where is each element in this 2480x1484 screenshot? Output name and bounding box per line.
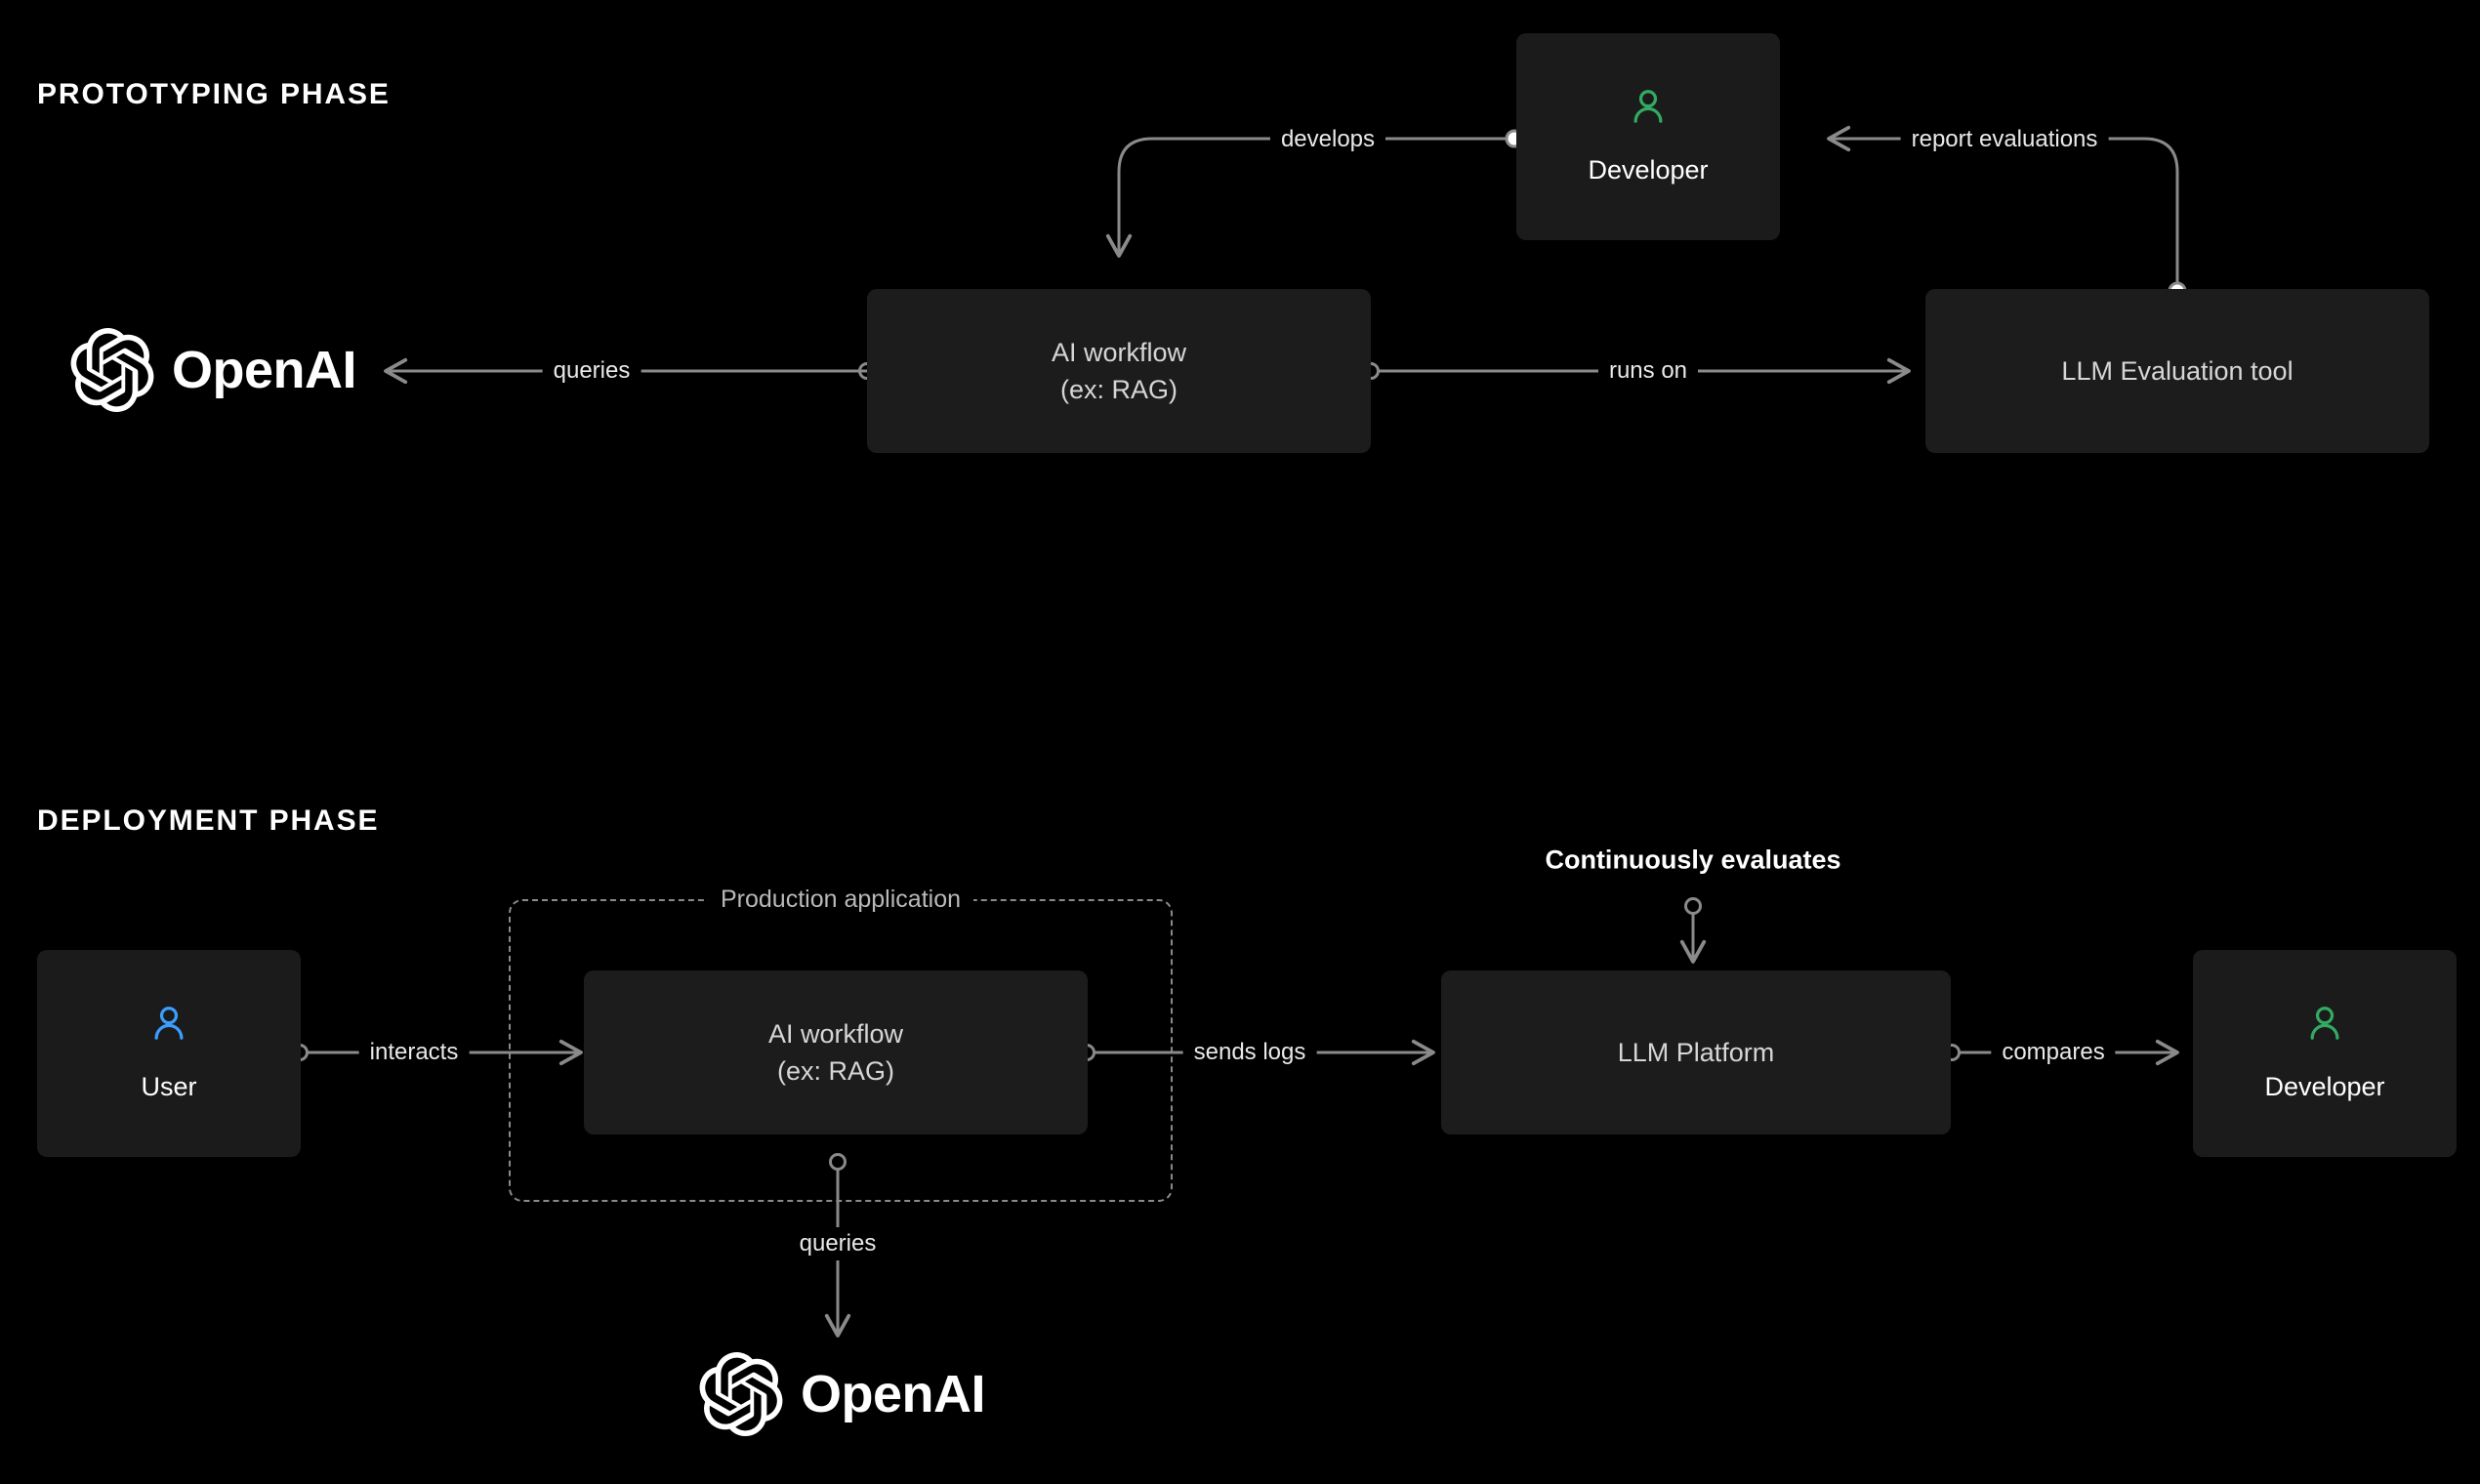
node-label: LLM Evaluation tool bbox=[2061, 355, 2294, 386]
openai-wordmark: OpenAI bbox=[801, 1365, 986, 1423]
edge-label-continuously-evaluates: Continuously evaluates bbox=[1545, 845, 1841, 875]
node-label: LLM Platform bbox=[1617, 1037, 1775, 1067]
openai-logo-prototyping: OpenAI bbox=[70, 328, 357, 412]
group-production-application-title: Production application bbox=[708, 886, 973, 914]
node-ai-workflow-prototyping[interactable]: AI workflow (ex: RAG) bbox=[867, 289, 1371, 453]
node-developer-prototyping[interactable]: Developer bbox=[1516, 33, 1780, 240]
edge-proto-report-evaluations bbox=[1827, 125, 2187, 301]
node-label: Developer bbox=[2264, 1071, 2385, 1101]
edge-label-report-evaluations: report evaluations bbox=[1900, 123, 2109, 156]
edge-label-sends-logs: sends logs bbox=[1182, 1036, 1317, 1069]
person-icon bbox=[154, 1006, 184, 1040]
prototyping-phase-title: PROTOTYPING PHASE bbox=[37, 78, 391, 110]
node-user[interactable]: User bbox=[37, 950, 301, 1157]
openai-logo-icon bbox=[70, 328, 154, 412]
openai-logo-icon bbox=[699, 1352, 783, 1436]
node-label: AI workflow (ex: RAG) bbox=[767, 1018, 904, 1086]
deployment-phase-title: DEPLOYMENT PHASE bbox=[37, 804, 380, 837]
edge-label-runs-on: runs on bbox=[1597, 354, 1699, 388]
node-label: User bbox=[141, 1071, 197, 1101]
edge-label-queries-prototyping: queries bbox=[542, 354, 641, 388]
edge-label-interacts: interacts bbox=[358, 1036, 470, 1069]
node-llm-platform[interactable]: LLM Platform bbox=[1441, 970, 1951, 1134]
person-icon bbox=[2310, 1006, 2339, 1040]
node-ai-workflow-deployment[interactable]: AI workflow (ex: RAG) bbox=[584, 970, 1088, 1134]
node-llm-evaluation-tool[interactable]: LLM Evaluation tool bbox=[1925, 289, 2429, 453]
node-developer-deployment[interactable]: Developer bbox=[2193, 950, 2457, 1157]
edge-label-develops: develops bbox=[1269, 123, 1386, 156]
edge-label-compares: compares bbox=[1991, 1036, 2116, 1069]
edge-deploy-continuously-evaluates bbox=[1679, 897, 1707, 964]
openai-wordmark: OpenAI bbox=[172, 341, 357, 399]
edge-label-queries-deployment: queries bbox=[788, 1227, 888, 1260]
node-label: Developer bbox=[1588, 154, 1709, 185]
node-label: AI workflow (ex: RAG) bbox=[1051, 337, 1187, 404]
openai-logo-deployment: OpenAI bbox=[699, 1352, 986, 1436]
person-icon bbox=[1633, 89, 1663, 123]
